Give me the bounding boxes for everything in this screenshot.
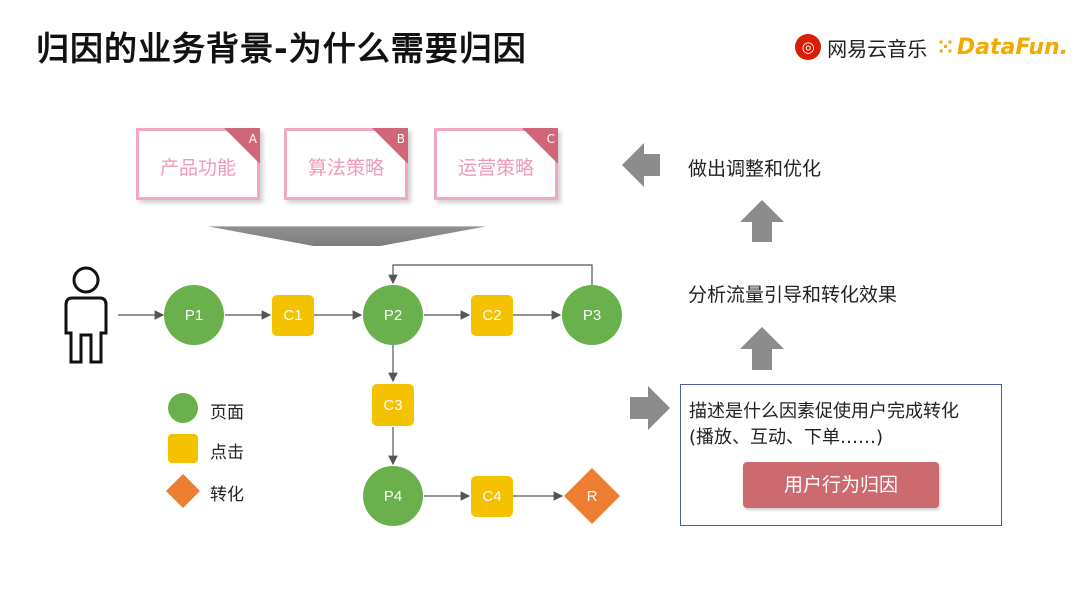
corner-label: A xyxy=(248,132,257,146)
node-label: P1 xyxy=(185,307,203,324)
edge-p3-p2-loop xyxy=(388,264,593,287)
click-node-c3 xyxy=(372,384,414,426)
description-line-2: (播放、互动、下单……) xyxy=(689,427,884,448)
attribution-description: 描述是什么因素促使用户完成转化 (播放、互动、下单……) xyxy=(689,399,999,451)
node-label: C2 xyxy=(482,307,501,324)
legend-page-swatch xyxy=(168,393,198,423)
datafun-logo: ⁙ DataFun. xyxy=(937,35,1068,60)
user-icon xyxy=(64,266,108,364)
left-arrow-icon xyxy=(622,143,660,187)
conversion-node-r xyxy=(564,468,620,524)
page-node-p4 xyxy=(363,466,423,526)
click-node-c1 xyxy=(272,295,314,336)
corner-label: C xyxy=(546,132,555,146)
algorithm-strategy-box: B 算法策略 xyxy=(284,128,408,200)
node-label: P2 xyxy=(384,307,402,324)
netease-music-text: 网易云音乐 xyxy=(827,36,928,61)
product-feature-box: A 产品功能 xyxy=(136,128,260,200)
description-line-1: 描述是什么因素促使用户完成转化 xyxy=(689,401,959,422)
node-label: R xyxy=(587,488,598,505)
netease-music-icon: ◎ xyxy=(795,34,822,60)
attribution-panel: 描述是什么因素促使用户完成转化 (播放、互动、下单……) 用户行为归因 xyxy=(680,384,1002,526)
node-label: P4 xyxy=(384,488,402,505)
page-node-p1 xyxy=(164,285,224,345)
box-label: 算法策略 xyxy=(307,157,384,179)
operation-strategy-box: C 运营策略 xyxy=(434,128,558,200)
node-label: C1 xyxy=(283,307,302,324)
page-title: 归因的业务背景-为什么需要归因 xyxy=(36,29,527,68)
netease-music-logo: ◎ 网易云音乐 xyxy=(795,33,927,62)
legend-click-swatch xyxy=(168,434,198,463)
legend-page-label: 页面 xyxy=(210,403,244,423)
page-node-p2 xyxy=(363,285,423,345)
adjust-optimize-text: 做出调整和优化 xyxy=(688,158,822,180)
corner-label: B xyxy=(396,132,405,146)
box-label: 运营策略 xyxy=(457,157,534,179)
right-arrow-icon xyxy=(630,386,670,430)
logo-bar: ◎ 网易云音乐 ⁙ DataFun. xyxy=(795,32,1068,62)
analyze-traffic-text: 分析流量引导和转化效果 xyxy=(688,284,898,306)
node-label: C3 xyxy=(383,397,402,414)
click-node-c2 xyxy=(471,295,513,336)
node-label: C4 xyxy=(482,488,501,505)
click-node-c4 xyxy=(471,476,513,517)
legend-click-label: 点击 xyxy=(210,443,244,463)
up-arrow-icon xyxy=(740,327,784,370)
legend-conversion-label: 转化 xyxy=(210,485,244,505)
legend-conversion-swatch xyxy=(166,474,200,508)
datafun-text: DataFun. xyxy=(956,34,1068,60)
user-behavior-attribution-button[interactable]: 用户行为归因 xyxy=(743,462,939,508)
page-node-p3 xyxy=(562,285,622,345)
box-label: 产品功能 xyxy=(159,157,236,179)
up-arrow-icon xyxy=(740,200,784,242)
node-label: P3 xyxy=(583,307,601,324)
datafun-icon: ⁙ xyxy=(937,35,954,59)
